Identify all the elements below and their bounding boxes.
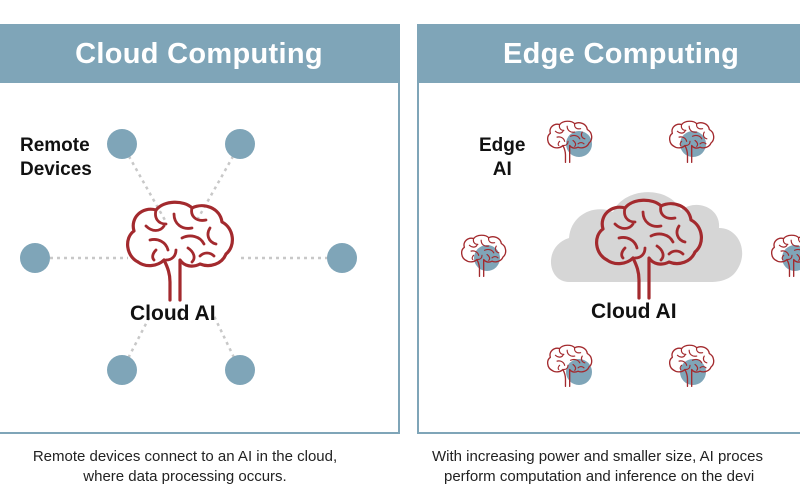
- cloud-computing-panel: Cloud Computing Remote Devices Cloud AI: [0, 24, 400, 434]
- device-node-icon: [225, 355, 255, 385]
- remote-devices-label: Remote Devices: [20, 134, 92, 182]
- cloud-caption-line1: Remote devices connect to an AI in the c…: [32, 448, 338, 465]
- cloud-caption-line2: where data processing occurs.: [83, 468, 287, 485]
- cloud-icon: [550, 192, 743, 282]
- cloud-computing-diagram: [20, 129, 357, 385]
- edge-computing-panel: Edge Computing Edge AI Cloud AI: [417, 24, 800, 434]
- cloud-caption: Remote devices connect to an AI in the c…: [0, 447, 370, 487]
- edge-ai-label-line2: AI: [492, 159, 512, 180]
- device-node-icon: [680, 131, 706, 157]
- device-node-icon: [20, 243, 50, 273]
- edge-cloud-ai-label: Cloud AI: [591, 300, 677, 323]
- device-node-icon: [107, 129, 137, 159]
- remote-devices-label-line2: Devices: [20, 159, 92, 180]
- remote-devices: [20, 129, 357, 385]
- remote-devices-label-line1: Remote: [20, 135, 90, 156]
- edge-caption-line1: With increasing power and smaller size, …: [432, 448, 763, 465]
- edge-computing-diagram: [460, 120, 800, 387]
- cloud-ai-label: Cloud AI: [130, 302, 216, 325]
- device-node-icon: [107, 355, 137, 385]
- device-node-icon: [327, 243, 357, 273]
- edge-ai-label: Edge AI: [479, 134, 525, 182]
- brain-icon: [125, 200, 235, 302]
- edge-computing-title: Edge Computing: [419, 26, 800, 83]
- device-node-icon: [225, 129, 255, 159]
- edge-caption: With increasing power and smaller size, …: [432, 447, 800, 487]
- cloud-computing-title: Cloud Computing: [0, 26, 398, 83]
- edge-ai-label-line1: Edge: [479, 135, 526, 156]
- edge-caption-line2: perform computation and inference on the…: [444, 468, 755, 485]
- device-node-icon: [566, 131, 592, 157]
